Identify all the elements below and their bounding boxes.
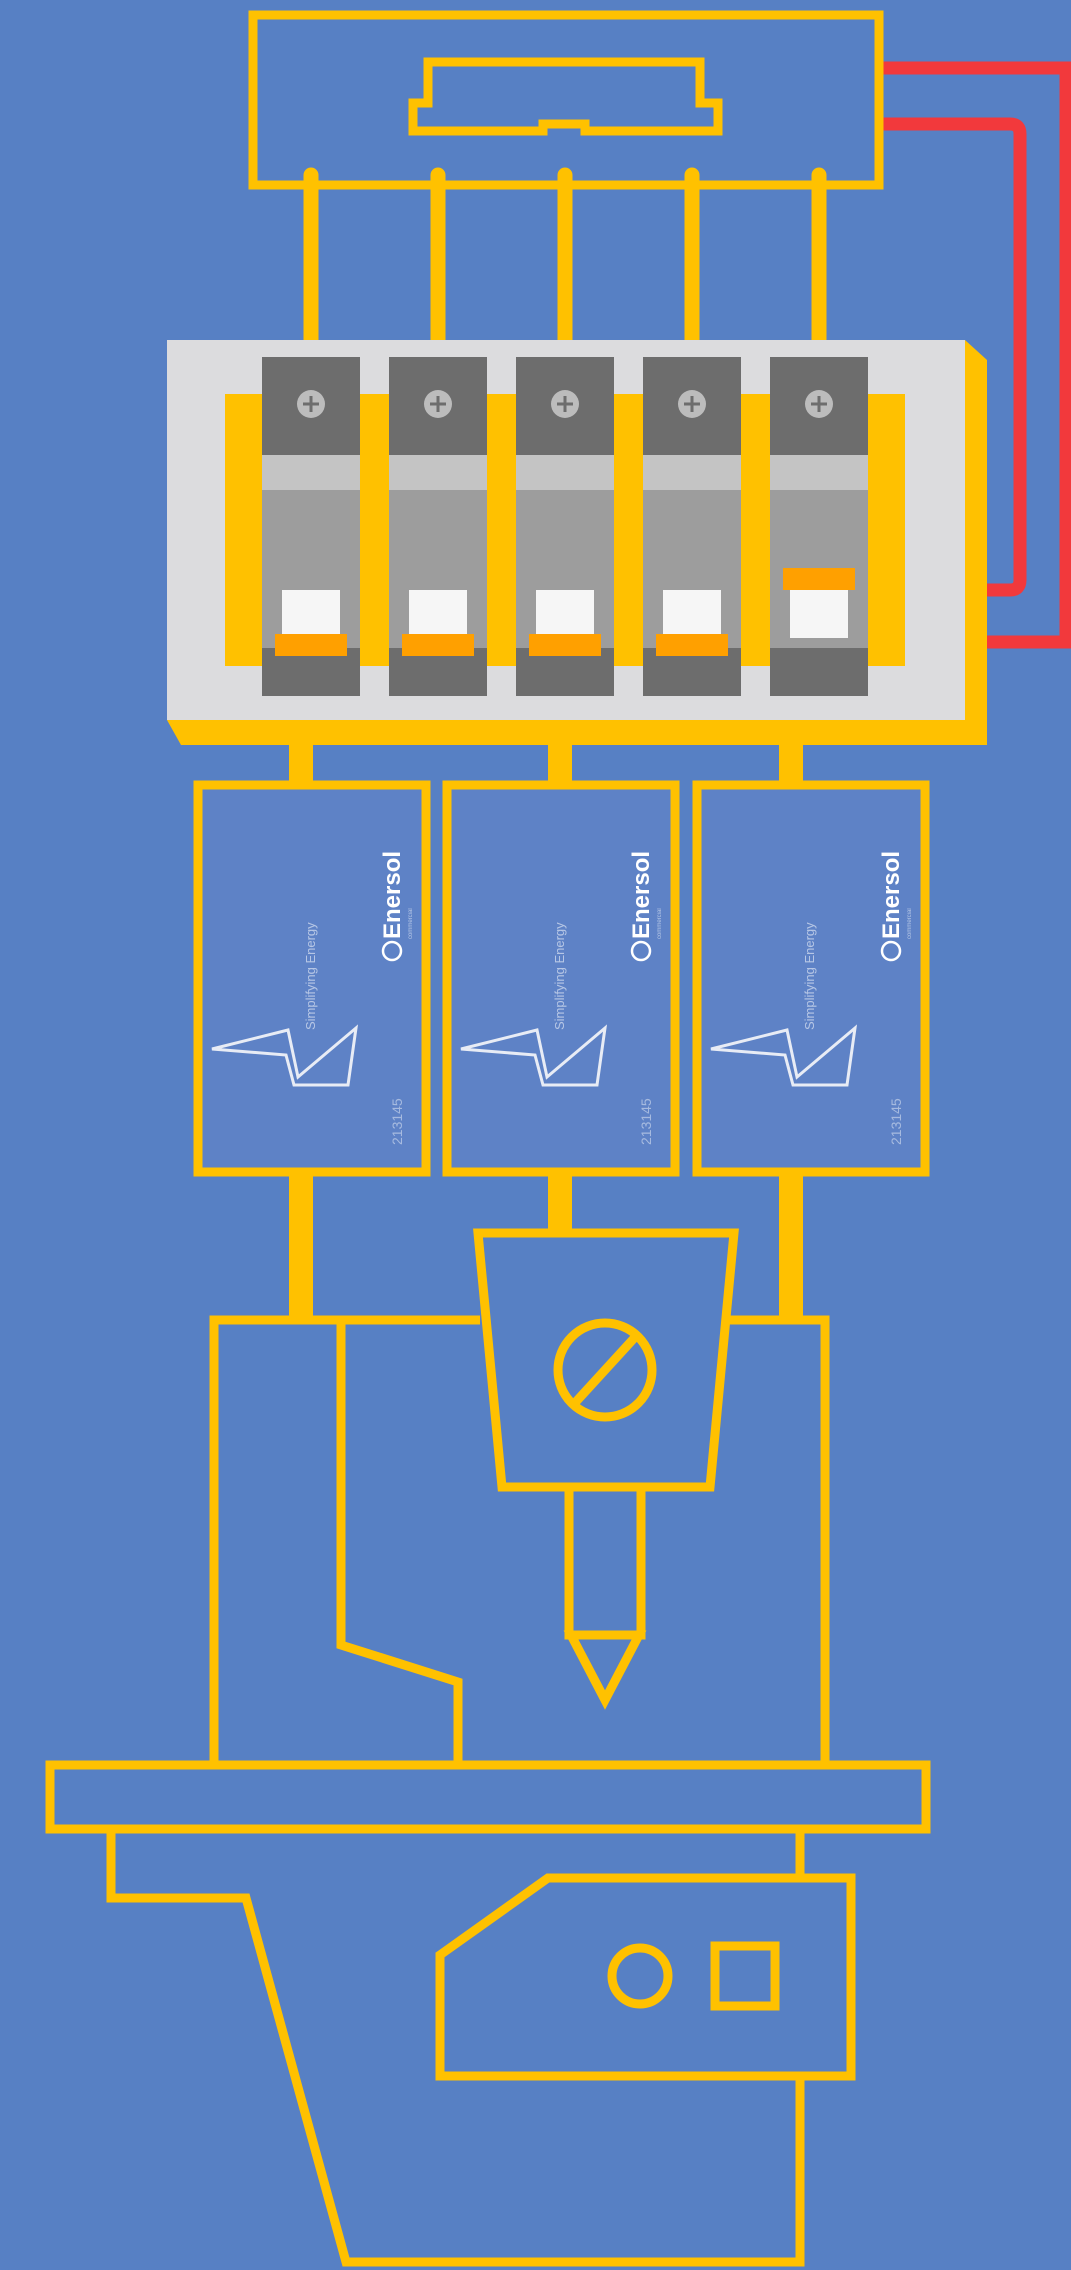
- breaker-band: [262, 455, 360, 490]
- tagline: Simplifying Energy: [802, 922, 817, 1030]
- tagline-block: Simplifying Energy: [303, 922, 318, 1030]
- machine-base: [106, 1829, 805, 2267]
- breaker-band: [643, 455, 741, 490]
- lower-connectors: [289, 1172, 803, 1320]
- control-knob-icon: [607, 1943, 673, 2009]
- serial-block: 213145: [389, 1098, 405, 1145]
- tool-tip: [563, 1630, 647, 1710]
- serial-number: 213145: [888, 1098, 904, 1145]
- supply-wire-inner: [880, 117, 1027, 597]
- tool-head: [473, 1228, 739, 1710]
- breaker-toggle-base: [402, 634, 474, 656]
- breaker-band: [389, 455, 487, 490]
- enersol-logo-icon: [630, 940, 652, 962]
- breaker-toggle-base: [275, 634, 347, 656]
- breaker-toggle[interactable]: [282, 590, 340, 634]
- breaker-1[interactable]: [262, 357, 360, 696]
- brand-subtitle: commercial: [907, 908, 913, 939]
- machine-body: [45, 1315, 931, 2267]
- breaker-toggle-base: [783, 568, 855, 590]
- tool-holder: [473, 1228, 739, 1492]
- breaker-toggle[interactable]: [536, 590, 594, 634]
- connector-plug-shape: [408, 57, 723, 136]
- connector-stub-2: [548, 745, 572, 783]
- breaker-5[interactable]: [770, 357, 868, 696]
- brand-name: Enersol: [878, 851, 905, 939]
- tagline-block: Simplifying Energy: [552, 922, 567, 1030]
- supply-wire-outer: [880, 61, 1071, 649]
- lower-stub-3: [779, 1172, 803, 1320]
- feed-wires: [303, 167, 827, 365]
- control-button-icon: [710, 1941, 780, 2011]
- connector-stub-3: [779, 745, 803, 783]
- enersol-logo-icon: [880, 940, 902, 962]
- machine-column-right: [722, 1315, 830, 1765]
- breaker-foot: [770, 648, 868, 696]
- no-symbol-icon: [553, 1318, 657, 1422]
- label-panel: [692, 780, 930, 1177]
- serial-number: 213145: [389, 1098, 405, 1145]
- machine-table: [45, 1760, 931, 1834]
- lightning-bolt-icon: [211, 1024, 359, 1087]
- label-panel: [193, 780, 431, 1177]
- enersol-logo-icon: [381, 940, 403, 962]
- brand-subtitle: commercial: [408, 908, 414, 939]
- tool-shaft: [564, 1487, 646, 1640]
- no-symbol-slash: [569, 1331, 641, 1409]
- serial-block: 213145: [888, 1098, 904, 1145]
- breaker-band: [516, 455, 614, 490]
- breaker-3[interactable]: [516, 357, 614, 696]
- brand-subtitle: commercial: [657, 908, 663, 939]
- supply-wires: [880, 61, 1071, 649]
- breaker-toggle-base: [529, 634, 601, 656]
- lower-stub-2: [548, 1172, 572, 1232]
- breaker-2[interactable]: [389, 357, 487, 696]
- lower-stub-1: [289, 1172, 313, 1320]
- label-connectors: [289, 745, 803, 783]
- lightning-bolt-icon: [460, 1024, 608, 1087]
- connector-outline: [248, 10, 884, 190]
- serial-number: 213145: [638, 1098, 654, 1145]
- serial-block: 213145: [638, 1098, 654, 1145]
- breaker-toggle-base: [656, 634, 728, 656]
- breaker-toggle[interactable]: [409, 590, 467, 634]
- breaker-toggle[interactable]: [663, 590, 721, 634]
- breaker-4[interactable]: [643, 357, 741, 696]
- brand-name: Enersol: [379, 851, 406, 939]
- connector-stub-1: [289, 745, 313, 783]
- tagline: Simplifying Energy: [552, 922, 567, 1030]
- breaker-band: [770, 455, 868, 490]
- machine-column: [209, 1315, 480, 1765]
- brand-name: Enersol: [628, 851, 655, 939]
- tagline-block: Simplifying Energy: [802, 922, 817, 1030]
- connector-box: [248, 10, 884, 190]
- control-box: [435, 1873, 856, 2081]
- lightning-bolt-icon: [710, 1024, 858, 1087]
- breaker-toggle[interactable]: [790, 590, 848, 638]
- machine-inner-profile: [336, 1320, 463, 1765]
- breaker-row: [262, 357, 868, 696]
- tagline: Simplifying Energy: [303, 922, 318, 1030]
